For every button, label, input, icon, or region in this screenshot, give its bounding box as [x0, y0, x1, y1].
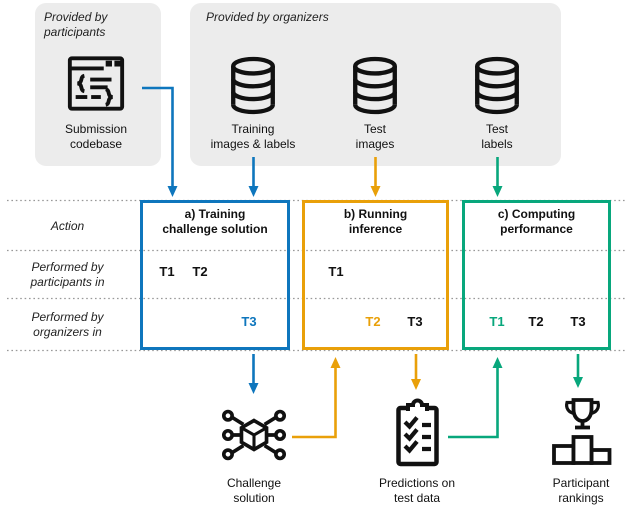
network-model-icon	[221, 409, 287, 461]
caption-challenge-solution: Challenge solution	[226, 476, 282, 505]
t-marker-b-organizers-t3: T3	[407, 314, 423, 329]
t-marker-c-organizers-t2: T2	[528, 314, 544, 329]
caption-participant-rankings: Participant rankings	[552, 476, 610, 505]
t-marker-b-participants-t1: T1	[328, 264, 344, 279]
row-label-performed-by-organizers: Performed by organizers in	[31, 310, 104, 339]
action-box-training	[140, 200, 290, 350]
caption-test-images: Test images	[355, 122, 395, 151]
t-marker-c-organizers-t1: T1	[489, 314, 505, 329]
action-box-performance	[462, 200, 611, 350]
caption-training-images-labels: Training images & labels	[210, 122, 296, 151]
panel-provided-by-participants	[35, 3, 161, 166]
t-marker-c-organizers-t3: T3	[570, 314, 586, 329]
box-title-inference: b) Running inference	[343, 207, 408, 236]
label-provided-by-organizers: Provided by organizers	[206, 10, 329, 24]
caption-submission-codebase: Submission codebase	[64, 122, 128, 151]
database-icon	[231, 56, 275, 115]
database-icon	[353, 56, 397, 115]
t-marker-b-organizers-t2: T2	[365, 314, 381, 329]
box-title-performance: c) Computing performance	[497, 207, 576, 236]
arrow-predictions-to-performance	[448, 357, 503, 439]
code-window-icon	[67, 56, 125, 111]
box-title-training: a) Training challenge solution	[162, 207, 268, 236]
database-icon	[475, 56, 519, 115]
caption-test-labels: Test labels	[481, 122, 513, 151]
arrow-solution-to-inference	[292, 357, 341, 439]
t-marker-a-organizers-t3: T3	[241, 314, 257, 329]
caption-predictions-on-test-data: Predictions on test data	[378, 476, 456, 505]
action-box-inference	[302, 200, 449, 350]
checklist-icon	[396, 398, 439, 467]
arrow-codebase-to-training	[142, 86, 178, 197]
t-marker-a-participants-t1: T1	[159, 264, 175, 279]
trophy-podium-icon	[552, 398, 612, 465]
flow-arrows	[142, 86, 583, 439]
row-label-action: Action	[50, 219, 85, 233]
t-marker-a-participants-t2: T2	[192, 264, 208, 279]
row-label-performed-by-participants: Performed by participants in	[30, 260, 105, 289]
label-provided-by-participants: Provided by participants	[44, 10, 108, 39]
